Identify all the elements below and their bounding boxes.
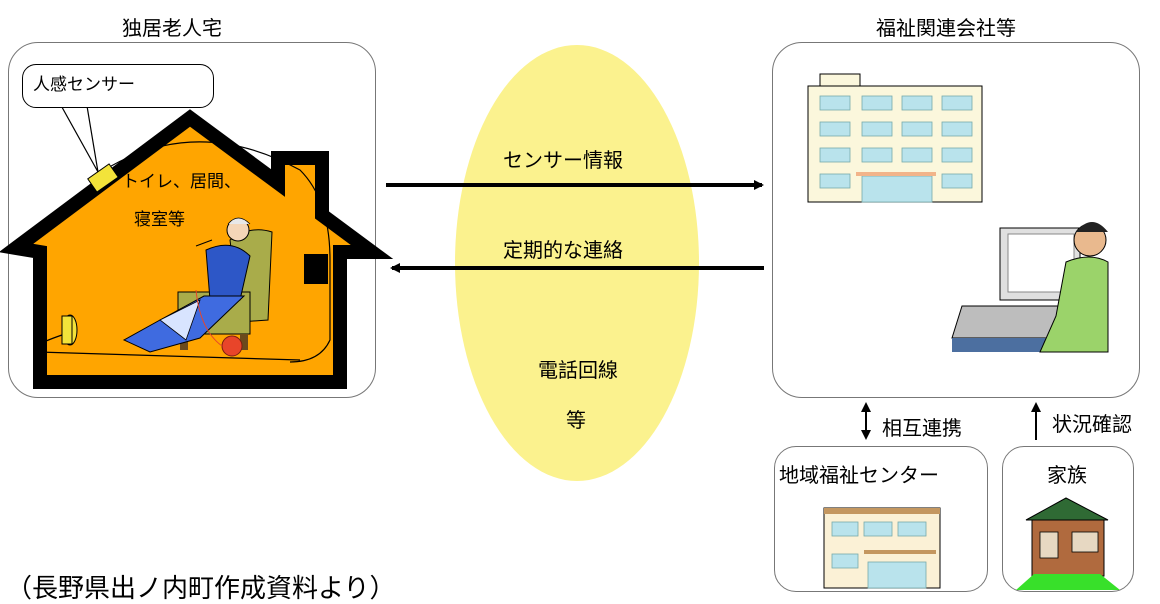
- right-panel-title: 福祉関連会社等: [876, 16, 1016, 40]
- arrow-bottom-label: 定期的な連絡: [503, 238, 623, 262]
- network-diagram: [386, 45, 764, 481]
- status-link-label: 状況確認: [1052, 412, 1132, 436]
- network-label-line1: 電話回線: [538, 358, 618, 382]
- sensor-callout-text: 人感センサー: [33, 75, 135, 95]
- sensor-cable: [33, 334, 301, 361]
- sensor-callout: 人感センサー: [22, 64, 214, 108]
- callout-pointer: [57, 99, 99, 173]
- family-label: 家族: [1047, 463, 1087, 487]
- family-house-icon: [1016, 497, 1120, 590]
- room-outline: [91, 141, 331, 363]
- arrow-top-label: センサー情報: [503, 148, 623, 172]
- source-note: （長野県出ノ内町作成資料より）: [6, 574, 396, 604]
- elderly-person-icon: [122, 217, 251, 353]
- floor-sensor-icon: [61, 314, 78, 346]
- network-ellipse: [455, 45, 699, 481]
- welfare-company-illustration: [807, 73, 1109, 353]
- welfare-center-label: 地域福祉センター: [779, 463, 939, 487]
- left-panel-title: 独居老人宅: [122, 16, 222, 40]
- house-illustration: [0, 99, 394, 389]
- receiver-box: [304, 254, 328, 284]
- network-label-line2: 等: [566, 408, 586, 432]
- office-building-icon: [807, 73, 983, 203]
- welfare-center-building-icon: [823, 507, 941, 589]
- mutual-link-label: 相互連携: [882, 416, 962, 440]
- link-arrows: [861, 402, 1041, 440]
- yarn-ball-icon: [195, 289, 243, 357]
- computer-operator-icon: [951, 222, 1109, 353]
- rooms-label-line2: 寝室等: [134, 210, 185, 230]
- rooms-label-line1: トイレ、居間、: [122, 172, 241, 192]
